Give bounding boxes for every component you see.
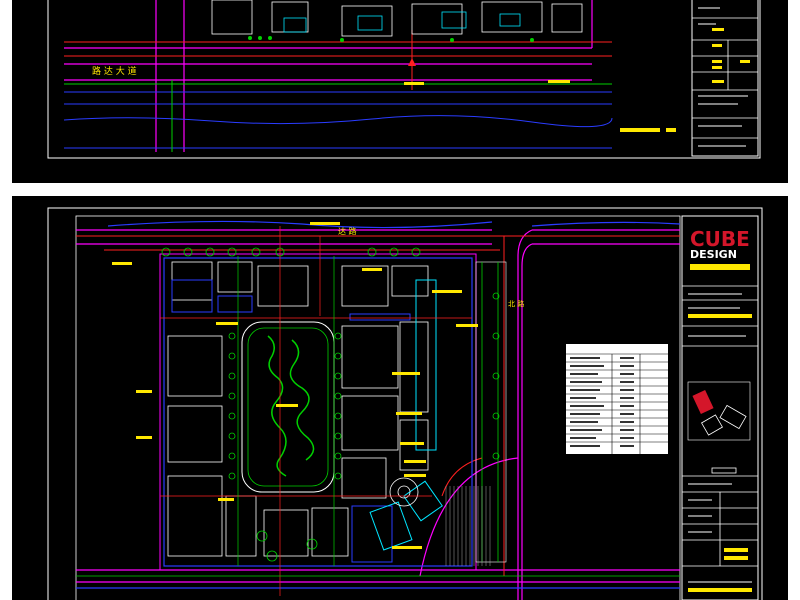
title-block-text: [688, 293, 752, 583]
red-lines-bottom: [76, 235, 680, 576]
cyan-blocks-top: [283, 11, 521, 33]
company-logo-line1: CUBE: [690, 227, 750, 251]
drawing-frame: [47, 207, 763, 600]
inner-frame: [75, 215, 681, 600]
company-name-bar: [690, 264, 750, 270]
title-block: [681, 215, 759, 600]
title-block-stamps: [688, 314, 752, 592]
title-block-rows: [682, 285, 758, 567]
title-block-rows: [692, 17, 758, 139]
title-block-text: [698, 7, 748, 147]
blue-lot-outlines: [171, 279, 411, 563]
company-logo-line2: DESIGN: [690, 248, 737, 261]
key-plan-thumbnail: [687, 381, 751, 441]
cyan-buildings: [369, 279, 443, 551]
title-block-stamps: [712, 28, 750, 83]
drawing-frame: [47, 0, 761, 159]
interior-red-lines: [160, 226, 472, 596]
trees-bottom: [161, 247, 500, 562]
site-plan-bottom: CUBE DESIGN: [47, 207, 763, 600]
red-lines-top: [64, 30, 612, 90]
right-road-strip: [475, 261, 507, 563]
site-boundary: [159, 253, 477, 571]
yellow-labels-top: [404, 80, 676, 132]
hatch-area: [445, 486, 491, 566]
road-name-bottom-top: 达 路: [338, 226, 357, 236]
road-name-bottom-right: 北 路: [508, 299, 524, 308]
interior-green-lines: [76, 256, 680, 577]
buildings-bottom: [167, 261, 429, 557]
statistics-table: [566, 344, 668, 454]
green-lines-top: [64, 80, 612, 152]
blue-roads-bottom: [76, 220, 681, 589]
trees-top: [248, 36, 534, 42]
buildings-top: [211, 0, 583, 37]
scale-box: [711, 467, 737, 474]
roads-blue-top: [63, 91, 613, 149]
cad-sheet-bottom: CUBE DESIGN: [12, 196, 788, 600]
cad-sheet-top: 路 达 大 道: [12, 0, 788, 183]
roundabout: [389, 477, 419, 507]
red-marker: [408, 58, 416, 66]
roads-top: [64, 0, 593, 152]
annotation-labels: [112, 222, 478, 549]
site-plan-top: 路 达 大 道: [47, 0, 761, 159]
title-block: [691, 0, 759, 157]
road-name-top: 路 达 大 道: [92, 65, 137, 77]
